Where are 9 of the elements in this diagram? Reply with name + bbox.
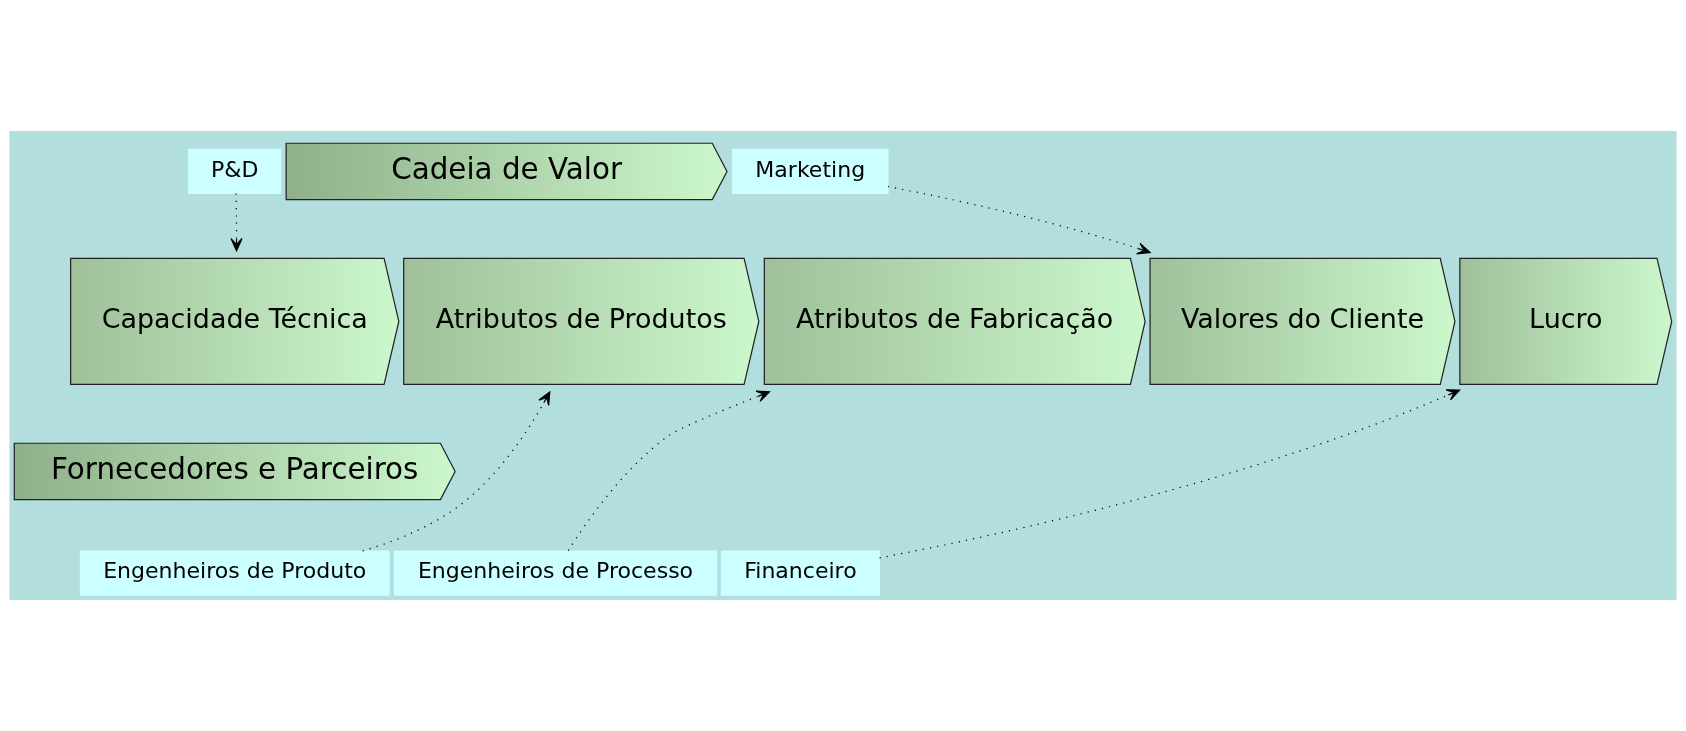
node-box: P&D <box>188 148 282 195</box>
arrow <box>887 185 1151 255</box>
arrow <box>567 390 771 552</box>
node-box: Financeiro <box>720 550 881 596</box>
arrow <box>230 192 243 252</box>
node-box: Marketing <box>731 148 889 195</box>
arrow <box>362 391 551 552</box>
node-box: Engenheiros de Produto <box>79 550 390 596</box>
node-box: Engenheiros de Processo <box>393 550 718 596</box>
